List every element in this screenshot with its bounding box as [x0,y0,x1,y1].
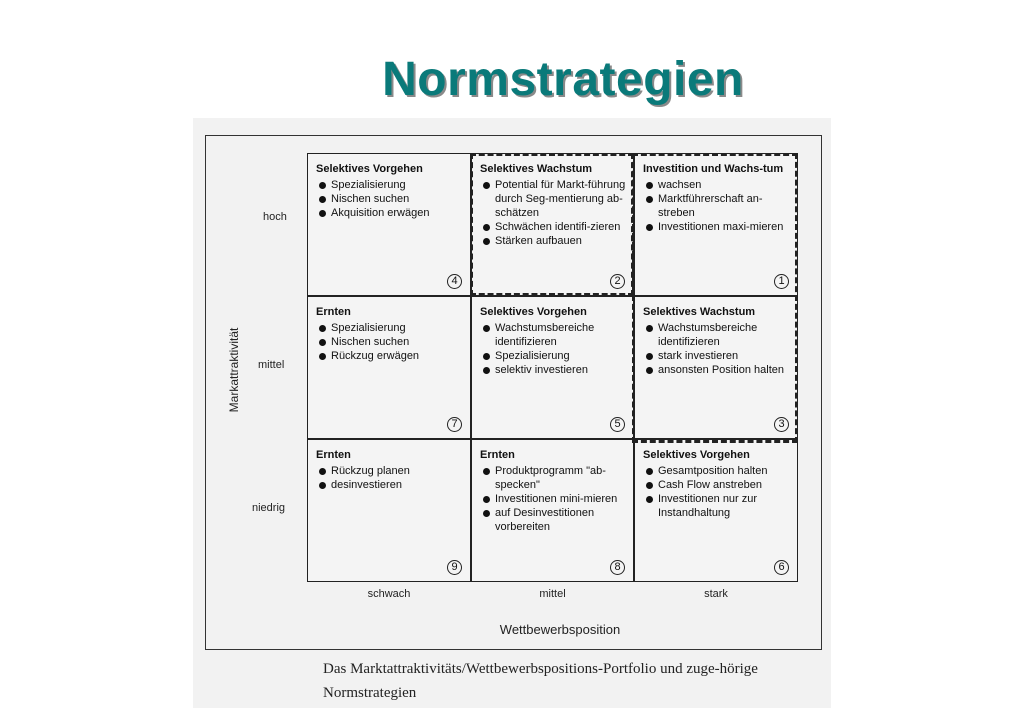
cell-item: Wachstumsbereiche identifizieren [480,321,626,349]
portfolio-matrix: Selektives Vorgehen Spezialisierung Nisc… [307,153,798,582]
cell-item: Marktführerschaft an-streben [643,192,790,220]
matrix-cell: Selektives Vorgehen Spezialisierung Nisc… [307,153,471,296]
y-axis-title: Markattraktivität [227,327,241,413]
cell-number: 7 [447,417,462,432]
matrix-cell: Selektives Wachstum Potential für Markt-… [471,153,634,296]
cell-item: Investitionen maxi-mieren [643,220,790,234]
cell-item: Nischen suchen [316,192,463,206]
cell-item: ansonsten Position halten [643,363,790,377]
cell-item: Spezialisierung [480,349,626,363]
figure-frame [205,135,822,650]
matrix-cell: Investition und Wachs-tum wachsen Marktf… [634,153,798,296]
cell-heading: Ernten [316,306,351,318]
y-level-high: hoch [263,211,287,223]
x-level-weak: schwach [367,588,411,600]
matrix-cell: Selektives Wachstum Wachstumsbereiche id… [634,296,798,439]
cell-item: Investitionen nur zur Instandhaltung [643,492,790,520]
slide-title: Normstrategien [382,53,744,106]
cell-number: 9 [447,560,462,575]
x-level-mid: mittel [539,588,566,600]
cell-heading: Selektives Vorgehen [480,306,587,318]
cell-number: 4 [447,274,462,289]
cell-item: Rückzug erwägen [316,349,463,363]
matrix-cell: Ernten Spezialisierung Nischen suchen Rü… [307,296,471,439]
y-level-low: niedrig [252,502,286,514]
cell-item: Potential für Markt-führung durch Seg-me… [480,178,626,220]
cell-item: Gesamtposition halten [643,464,790,478]
x-level-strong: stark [704,588,728,600]
cell-heading: Ernten [480,449,515,461]
matrix-cell: Ernten Rückzug planen desinvestieren 9 [307,439,471,582]
cell-item: Akquisition erwägen [316,206,463,220]
cell-item: Investitionen mini-mieren [480,492,626,506]
cell-item: auf Desinvestitionen vorbereiten [480,506,626,534]
cell-item: Stärken aufbauen [480,234,626,248]
cell-number: 1 [774,274,789,289]
matrix-cell: Selektives Vorgehen Wachstumsbereiche id… [471,296,634,439]
cell-heading: Selektives Vorgehen [316,163,423,175]
cell-number: 3 [774,417,789,432]
cell-number: 8 [610,560,625,575]
cell-item: wachsen [643,178,790,192]
cell-heading: Selektives Vorgehen [643,449,750,461]
cell-item: Produktprogramm "ab-specken" [480,464,626,492]
cell-item: Spezialisierung [316,178,463,192]
cell-number: 5 [610,417,625,432]
matrix-cell: Ernten Produktprogramm "ab-specken" Inve… [471,439,634,582]
matrix-cell: Selektives Vorgehen Gesamtposition halte… [634,439,798,582]
cell-item: Wachstumsbereiche identifizieren [643,321,790,349]
cell-item: Nischen suchen [316,335,463,349]
cell-item: selektiv investieren [480,363,626,377]
y-level-mid: mittel [258,359,285,371]
cell-item: Cash Flow anstreben [643,478,790,492]
figure-caption: Das Marktattraktivitäts/Wettbewerbsposit… [323,661,758,701]
cell-number: 6 [774,560,789,575]
cell-item: stark investieren [643,349,790,363]
cell-number: 2 [610,274,625,289]
cell-heading: Investition und Wachs-tum [643,163,784,175]
cell-item: desinvestieren [316,478,463,492]
cell-heading: Selektives Wachstum [480,163,593,175]
x-axis-title: Wettbewerbsposition [499,622,621,637]
cell-item: Schwächen identifi-zieren [480,220,626,234]
cell-item: Rückzug planen [316,464,463,478]
cell-heading: Selektives Wachstum [643,306,756,318]
cell-item: Spezialisierung [316,321,463,335]
cell-heading: Ernten [316,449,351,461]
